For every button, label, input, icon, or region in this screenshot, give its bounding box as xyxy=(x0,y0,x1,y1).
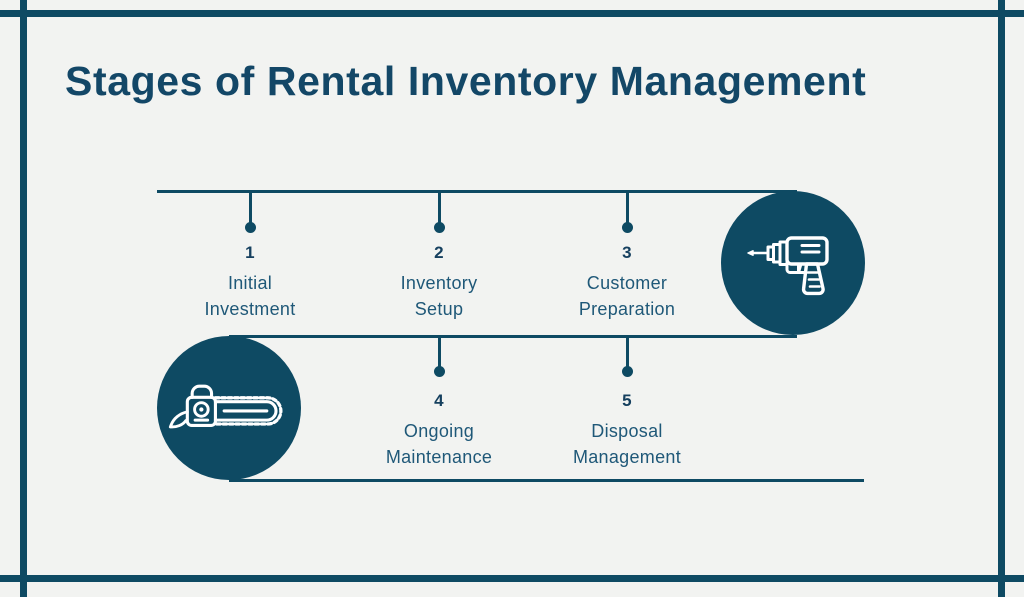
stage-label-line: Initial xyxy=(227,273,273,293)
timeline-tick xyxy=(626,335,629,371)
timeline-tick xyxy=(438,335,441,371)
stage-number: 3 xyxy=(622,243,632,262)
timeline-line-row2 xyxy=(229,335,797,338)
stage-label-line: Inventory xyxy=(400,273,478,293)
stage-label-line: Management xyxy=(572,447,682,467)
stage-number: 4 xyxy=(434,391,444,410)
frame-border-left xyxy=(20,0,27,597)
stage-2: 2 Inventory Setup xyxy=(344,243,534,322)
stage-label: Ongoing Maintenance xyxy=(344,418,534,470)
stage-label: Inventory Setup xyxy=(344,270,534,322)
timeline-dot xyxy=(434,222,445,233)
timeline-dot xyxy=(434,366,445,377)
stage-1: 1 Initial Investment xyxy=(155,243,345,322)
chainsaw-icon xyxy=(168,384,283,429)
stage-label: Customer Preparation xyxy=(532,270,722,322)
timeline-tick xyxy=(626,190,629,226)
stage-label-line: Customer xyxy=(586,273,668,293)
timeline-dot xyxy=(622,222,633,233)
drill-icon xyxy=(747,236,829,296)
timeline-line-row1 xyxy=(157,190,797,193)
stage-label-line: Ongoing xyxy=(403,421,475,441)
page-title: Stages of Rental Inventory Management xyxy=(65,58,867,104)
drill-icon-circle xyxy=(721,191,865,335)
timeline-line-bottom xyxy=(229,479,864,482)
chainsaw-icon-circle xyxy=(157,336,301,480)
stage-label: Initial Investment xyxy=(155,270,345,322)
stage-4: 4 Ongoing Maintenance xyxy=(344,391,534,470)
frame-border-bottom xyxy=(0,575,1024,582)
stage-number: 1 xyxy=(245,243,255,262)
stage-label-line: Disposal xyxy=(591,421,663,441)
timeline-tick xyxy=(438,190,441,226)
timeline-dot xyxy=(245,222,256,233)
stage-label-line: Preparation xyxy=(578,299,676,319)
frame-border-top xyxy=(0,10,1024,17)
timeline-dot xyxy=(622,366,633,377)
stage-3: 3 Customer Preparation xyxy=(532,243,722,322)
frame-border-right xyxy=(998,0,1005,597)
stage-5: 5 Disposal Management xyxy=(532,391,722,470)
stage-label: Disposal Management xyxy=(532,418,722,470)
stage-number: 5 xyxy=(622,391,632,410)
stage-label-line: Maintenance xyxy=(385,447,493,467)
stage-label-line: Investment xyxy=(204,299,296,319)
stage-number: 2 xyxy=(434,243,444,262)
timeline-tick xyxy=(249,190,252,226)
stage-label-line: Setup xyxy=(414,299,464,319)
